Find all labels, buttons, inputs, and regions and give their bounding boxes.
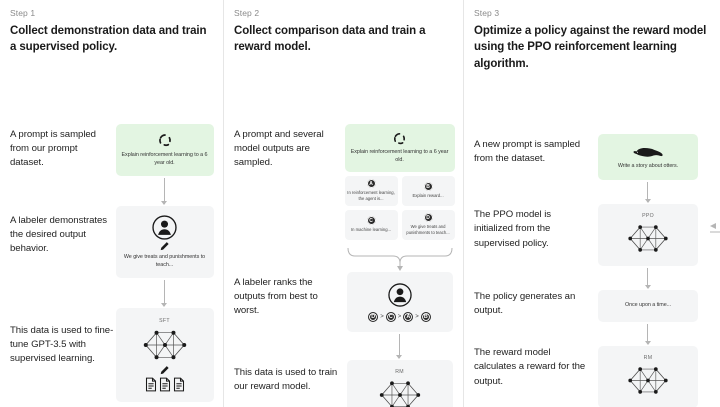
arrow-3-c <box>644 323 651 345</box>
pencil-icon <box>159 241 170 252</box>
reward-model-card-step3[interactable]: RM <box>598 345 698 407</box>
ranking-card-step2[interactable]: D > C > A > B <box>346 271 453 332</box>
prompt-text-step3: Write a story about otters. <box>617 162 679 169</box>
sampled-outputs-grid: A In reinforcement learning, the agent i… <box>344 175 455 240</box>
labeler-card-step1[interactable]: We give treats and punishments to teach.… <box>115 205 214 278</box>
reward-model-card-step2[interactable]: RM <box>346 359 453 407</box>
ranking-row-labeler: D > C > A > B <box>368 311 431 322</box>
step-3-column: Step 3 Optimize a policy against the rew… <box>463 0 720 407</box>
step-2-title: Collect comparison data and train a rewa… <box>234 25 426 54</box>
step-1-column: Step 1 Collect demonstration data and tr… <box>0 0 223 407</box>
loop-icon <box>157 132 173 148</box>
person-icon <box>151 214 178 241</box>
note-2-1: A prompt and several model outputs are s… <box>234 128 324 169</box>
output-letter-b: B <box>423 182 433 192</box>
arrow-1-b <box>161 279 167 307</box>
note-1-1: A prompt is sampled from our prompt data… <box>10 128 96 169</box>
neural-network-icon <box>623 220 673 257</box>
rank-chip-2: C <box>385 311 396 322</box>
output-text-d: We give treats and punishments to teach.… <box>406 224 450 236</box>
ppo-label: PPO <box>642 212 654 219</box>
step-3-title: Optimize a policy against the reward mod… <box>474 25 707 70</box>
rank-chip-3: A <box>403 311 414 322</box>
labeler-text-step1: We give treats and punishments to teach.… <box>123 253 206 268</box>
output-letter-c: C <box>366 216 376 226</box>
step-1-title: Collect demonstration data and train a s… <box>10 25 207 54</box>
person-icon <box>387 282 413 308</box>
note-2-3: This data is used to train our reward mo… <box>234 366 338 393</box>
output-cell-a[interactable]: A In reinforcement learning, the agent i… <box>344 175 398 206</box>
output-text-b: Explain reward... <box>412 193 444 199</box>
step-3-label: Step 3 <box>474 8 500 18</box>
note-3-4: The reward model calculates a reward for… <box>474 346 586 387</box>
arrow-1-a <box>161 177 167 205</box>
rank-sep-2: > <box>397 313 402 320</box>
note-3-3: The policy generates an output. <box>474 290 576 317</box>
output-text-c: In machine learning... <box>351 227 392 233</box>
rank-chip-4: B <box>420 311 431 322</box>
output-cell-b[interactable]: B Explain reward... <box>401 175 455 206</box>
rm-label-step3: RM <box>643 354 653 361</box>
sft-model-card[interactable]: SFT <box>115 307 214 402</box>
step-2-column: Step 2 Collect comparison data and train… <box>223 0 463 407</box>
output-letter-d: D <box>423 213 433 223</box>
step-1-label: Step 1 <box>10 8 36 18</box>
output-cell-d[interactable]: D We give treats and punishments to teac… <box>401 209 455 240</box>
rank-sep-1: > <box>380 313 384 320</box>
note-3-1: A new prompt is sampled from the dataset… <box>474 138 581 165</box>
rank-sep-3: > <box>415 313 419 320</box>
arrow-3-b <box>644 267 651 289</box>
prompt-card-step1[interactable]: Explain reinforcement learning to a 6 ye… <box>115 123 214 176</box>
generated-output-text: Once upon a time... <box>624 302 672 309</box>
neural-network-icon <box>138 325 192 365</box>
prompt-card-step2[interactable]: Explain reinforcement learning to a 6 ye… <box>344 123 455 172</box>
generated-output-card[interactable]: Once upon a time... <box>598 289 698 322</box>
update-arrow <box>696 222 720 407</box>
arrow-3-a <box>644 181 651 203</box>
prompt-card-step3[interactable]: Write a story about otters. <box>598 133 698 180</box>
ppo-model-card[interactable]: PPO <box>598 203 698 266</box>
sft-label: SFT <box>159 317 170 324</box>
note-3-2: The PPO model is initialized from the su… <box>474 208 552 249</box>
note-1-3: This data is used to fine-tune GPT-3.5 w… <box>10 324 114 365</box>
output-text-a: In reinforcement learning, the agent is.… <box>347 190 395 202</box>
neural-network-icon <box>623 362 673 399</box>
prompt-text-step1: Explain reinforcement learning to a 6 ye… <box>121 151 208 166</box>
loop-icon <box>392 131 407 146</box>
step-2-label: Step 2 <box>234 8 260 18</box>
otter-icon <box>633 144 663 159</box>
output-cell-c[interactable]: C In machine learning... <box>344 209 398 240</box>
rank-chip-1: D <box>368 311 379 322</box>
neural-network-icon <box>374 376 426 407</box>
document-icon <box>145 377 185 392</box>
pencil-icon <box>159 365 170 376</box>
note-1-2: A labeler demonstrates the desired outpu… <box>10 214 108 255</box>
note-2-2: A labeler ranks the outputs from best to… <box>234 276 318 317</box>
output-letter-a: A <box>366 179 376 189</box>
rm-label-step2: RM <box>395 369 404 376</box>
prompt-text-step2: Explain reinforcement learning to a 6 ye… <box>350 148 449 163</box>
merge-brace <box>345 246 455 272</box>
arrow-2-a <box>396 333 403 359</box>
